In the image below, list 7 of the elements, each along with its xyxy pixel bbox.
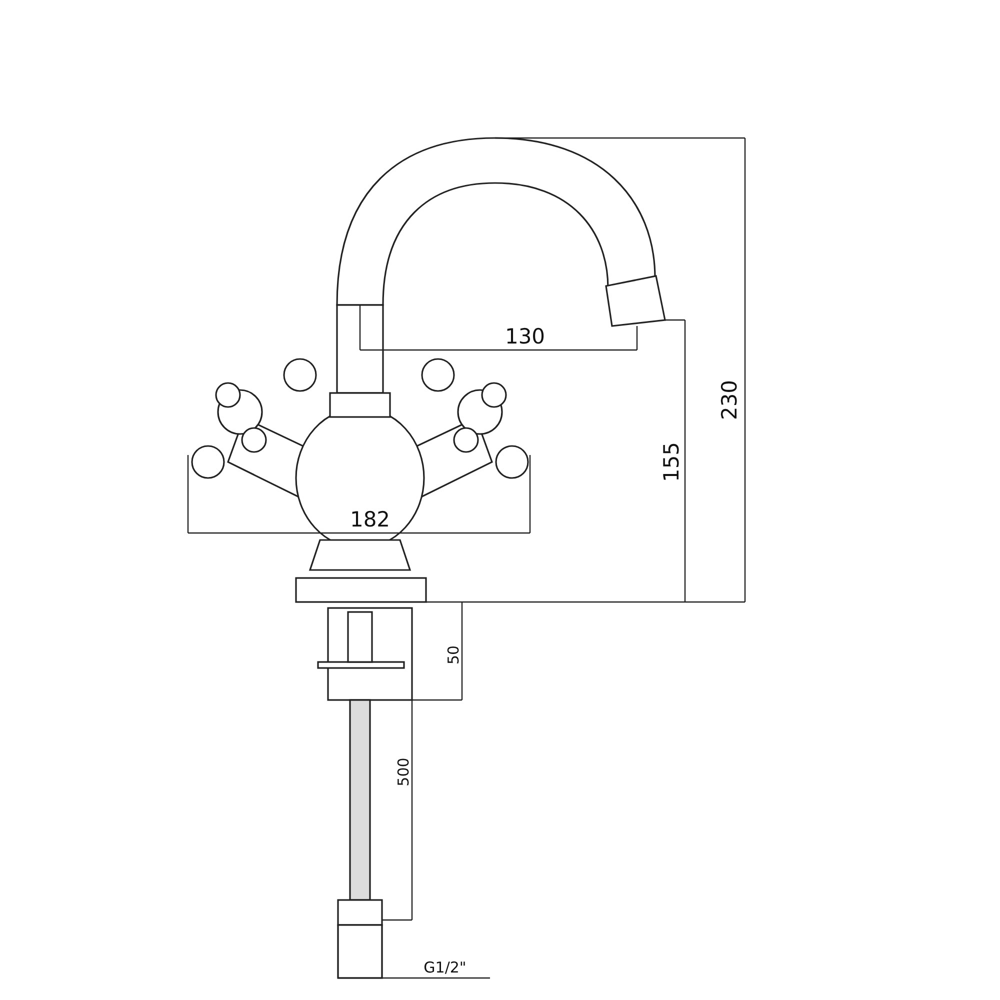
dimension-label: 182 bbox=[350, 510, 390, 530]
dimension-label: 230 bbox=[720, 380, 740, 420]
dimension-label: 50 bbox=[446, 645, 462, 665]
dimension-label: 155 bbox=[662, 442, 682, 482]
dimension-label: 130 bbox=[504, 326, 546, 348]
dimension-label: G1/2" bbox=[424, 960, 466, 976]
dimension-label: 500 bbox=[396, 758, 412, 786]
